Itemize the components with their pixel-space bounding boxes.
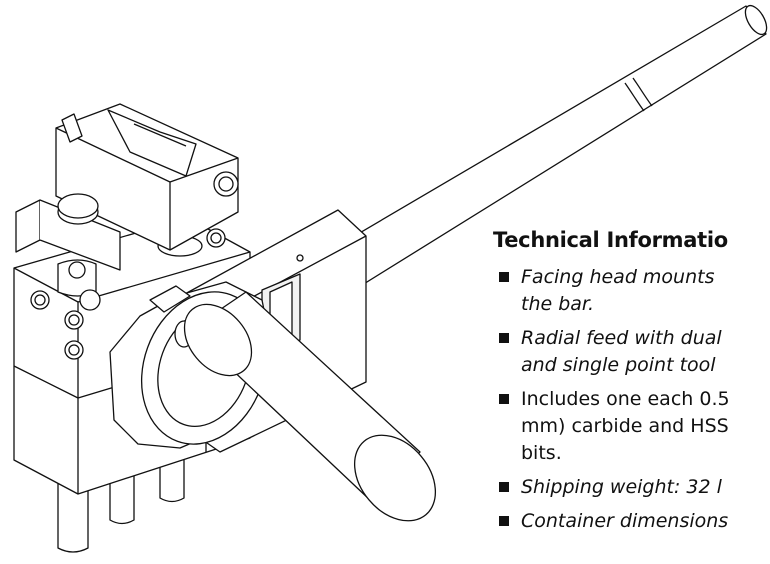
spec-item-text: Includes one each 0.5 mm) carbide and HS… bbox=[521, 388, 730, 464]
spec-item: Shipping weight: 32 l bbox=[493, 474, 770, 501]
bullet-icon bbox=[499, 516, 509, 526]
technical-info-list: Facing head mounts the bar. Radial feed … bbox=[493, 264, 770, 535]
spec-item: Includes one each 0.5 mm) carbide and HS… bbox=[493, 386, 770, 467]
spec-item-text: Facing head mounts the bar. bbox=[521, 266, 715, 315]
spec-item-text: Shipping weight: 32 l bbox=[521, 476, 722, 498]
spec-item: Facing head mounts the bar. bbox=[493, 264, 770, 318]
spec-item: Container dimensions bbox=[493, 508, 770, 535]
tool-holder-clamp bbox=[55, 103, 239, 311]
boring-cylinder bbox=[183, 291, 437, 522]
bullet-icon bbox=[499, 482, 509, 492]
bullet-icon bbox=[499, 272, 509, 282]
technical-info-panel: Technical Informatio Facing head mounts … bbox=[493, 222, 770, 564]
technical-info-heading: Technical Informatio bbox=[493, 228, 728, 252]
bullet-icon bbox=[499, 394, 509, 404]
spec-item-text: Radial feed with dual and single point t… bbox=[521, 327, 722, 376]
bullet-icon bbox=[499, 333, 509, 343]
spec-item: Radial feed with dual and single point t… bbox=[493, 325, 770, 379]
spec-item-text: Container dimensions bbox=[521, 510, 729, 532]
